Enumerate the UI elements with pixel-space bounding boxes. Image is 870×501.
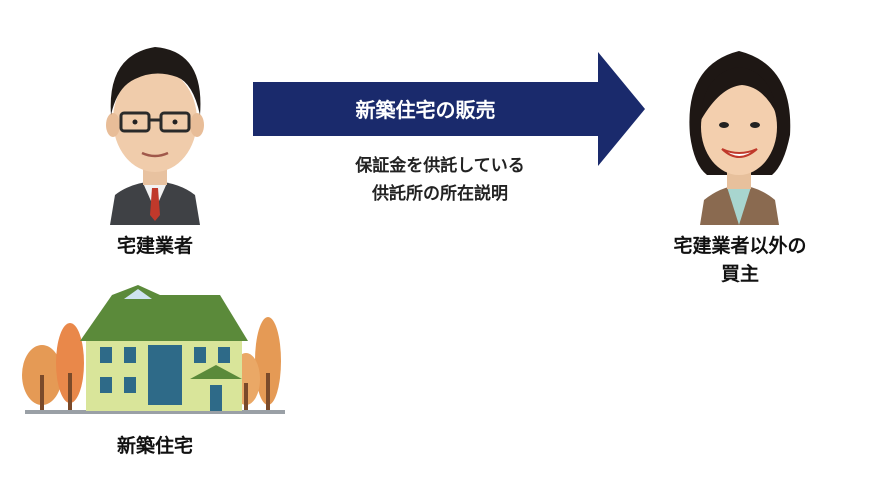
property-label: 新築住宅 <box>116 435 193 457</box>
note-line-1: 保証金を供託している <box>355 156 525 176</box>
woman-illustration <box>689 51 791 225</box>
buyer-label-line-1: 宅建業者以外の <box>673 235 807 257</box>
seller-label: 宅建業者 <box>116 235 193 257</box>
buyer-avatar <box>672 25 807 225</box>
arrow-label: 新築住宅の販売 <box>355 98 496 122</box>
buyer-label-line-2: 買主 <box>720 263 759 285</box>
note-line-2: 供託所の所在説明 <box>372 184 508 204</box>
seller-avatar <box>85 25 225 225</box>
house-illustration <box>20 283 290 418</box>
sale-arrow: 新築住宅の販売 <box>253 52 645 167</box>
man-illustration <box>106 47 204 225</box>
